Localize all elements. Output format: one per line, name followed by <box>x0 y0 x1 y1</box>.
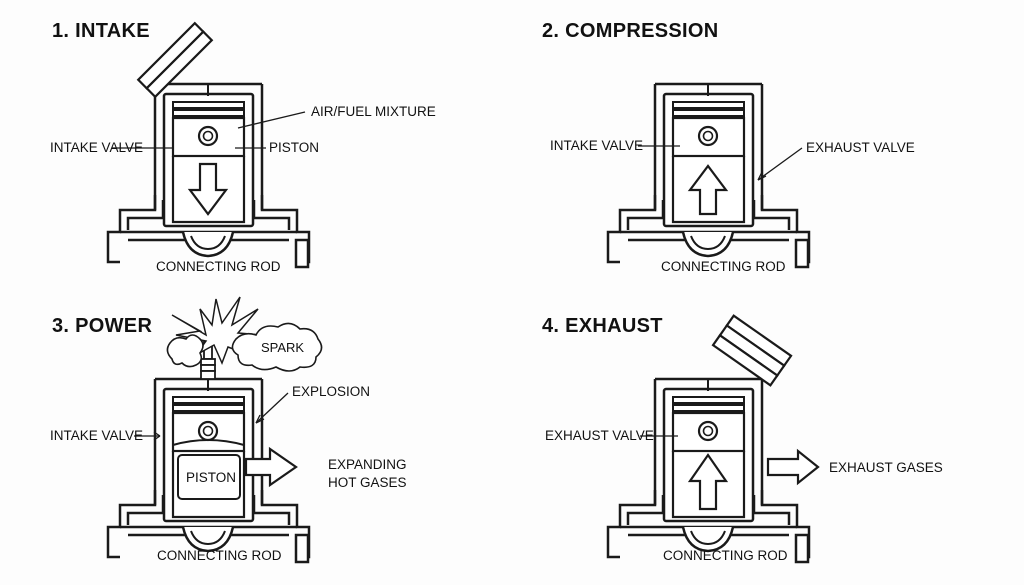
label-connecting-rod: CONNECTING ROD <box>156 259 281 274</box>
panel-title: 4. EXHAUST <box>542 315 663 337</box>
open-valve-icon <box>711 314 793 387</box>
panel-intake: 1. INTAKE AIR/FUEL MIXTURE INTAKE VALVE … <box>0 0 480 280</box>
label-exhaust-valve: EXHAUST VALVE <box>545 428 654 443</box>
arrow-right-icon <box>244 446 298 488</box>
label-line: EXPANDING <box>328 457 407 472</box>
label-piston: PISTON <box>186 470 237 485</box>
open-valve-icon <box>136 21 214 99</box>
panel-title: 3. POWER <box>52 315 153 337</box>
label-intake-valve: INTAKE VALVE <box>50 428 144 443</box>
cloud-icon <box>166 334 204 368</box>
panel-compression: 2. COMPRESSION INTAKE VALVE EXHAUST VALV… <box>500 0 980 280</box>
label-intake-valve: INTAKE VALVE <box>550 138 644 153</box>
arrow-down-icon <box>187 162 229 216</box>
label-intake-valve: INTAKE VALVE <box>50 140 144 155</box>
label-exhaust-gases: EXHAUST GASES <box>829 460 943 475</box>
arrow-up-icon <box>687 453 729 511</box>
engine-power-diagram <box>106 296 323 564</box>
label-explosion: EXPLOSION <box>292 384 371 399</box>
label-connecting-rod: CONNECTING ROD <box>157 548 282 563</box>
arrow-up-icon <box>687 164 729 216</box>
label-exhaust-valve: EXHAUST VALVE <box>806 140 915 155</box>
engine-exhaust-diagram <box>606 314 820 564</box>
label-line: HOT GASES <box>328 475 407 490</box>
arrow-right-icon <box>766 448 820 486</box>
label-piston: PISTON <box>269 140 320 155</box>
label-air-fuel-mixture: AIR/FUEL MIXTURE <box>311 104 436 119</box>
panel-title: 1. INTAKE <box>52 20 150 42</box>
panel-exhaust: 4. EXHAUST EXHAUST VALVE EXHAUST GASES C… <box>500 295 980 575</box>
panel-power: 3. POWER S <box>0 295 480 575</box>
engine-compression-diagram <box>606 82 811 269</box>
label-spark: SPARK <box>261 340 305 355</box>
cloud-icon <box>231 322 323 372</box>
label-expanding-hot-gases: EXPANDING HOT GASES <box>328 456 407 492</box>
panel-title: 2. COMPRESSION <box>542 20 719 42</box>
label-connecting-rod: CONNECTING ROD <box>663 548 788 563</box>
engine-intake-diagram <box>106 21 311 269</box>
label-connecting-rod: CONNECTING ROD <box>661 259 786 274</box>
